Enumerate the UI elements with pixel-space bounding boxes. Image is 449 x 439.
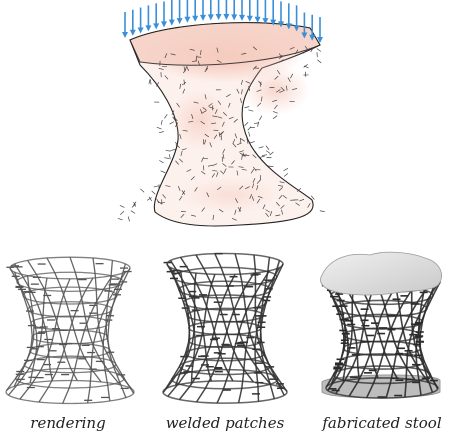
- load-arrow-head: [208, 14, 214, 20]
- stitch-mark: [154, 186, 159, 187]
- load-arrow-head: [138, 28, 144, 34]
- load-arrow-head: [184, 17, 190, 23]
- stitch-mark: [164, 158, 169, 159]
- stitch-mark: [248, 110, 253, 111]
- stitch-mark: [161, 171, 166, 173]
- stitch-mark: [152, 191, 156, 194]
- stitch-mark: [159, 131, 164, 132]
- stitch-mark: [140, 189, 144, 192]
- stitch-mark: [166, 150, 171, 151]
- stitch-mark: [118, 218, 123, 220]
- stitch-mark: [250, 142, 255, 143]
- stitch-mark: [244, 107, 249, 108]
- load-arrow-head: [153, 23, 159, 29]
- stitch-mark: [120, 205, 125, 207]
- load-arrow-head: [177, 18, 183, 24]
- load-arrow-head: [169, 20, 175, 26]
- stitch-mark: [270, 152, 274, 155]
- welded-patches-model: [163, 254, 287, 404]
- stitch-mark: [266, 151, 270, 154]
- load-arrow-head: [192, 16, 198, 22]
- load-arrow-head: [223, 14, 229, 20]
- stitch-mark: [157, 127, 162, 129]
- stitch-mark: [149, 79, 150, 84]
- stitch-mark: [249, 132, 250, 137]
- stitch-mark: [159, 160, 163, 163]
- stitch-mark: [260, 156, 265, 157]
- stitch-mark: [259, 116, 261, 120]
- caption-welded-patches: welded patches: [155, 414, 295, 432]
- stool-seat: [320, 252, 441, 295]
- stitch-mark: [284, 173, 288, 176]
- fabricated-stool-model: [320, 252, 441, 398]
- stitch-mark: [161, 120, 162, 125]
- stitch-mark: [128, 217, 129, 222]
- mesh-strut: [47, 258, 101, 382]
- stitch-mark: [131, 211, 135, 214]
- stitch-mark: [284, 168, 288, 170]
- stitch-mark: [245, 122, 249, 126]
- caption-rendering: rendering: [18, 414, 118, 432]
- load-arrow-head: [130, 30, 136, 36]
- load-arrow-head: [231, 14, 237, 20]
- mesh-ring: [17, 272, 123, 291]
- stitch-mark: [120, 211, 124, 214]
- stitch-mark: [170, 154, 171, 159]
- stitch-mark: [317, 60, 321, 63]
- rendering-model: [6, 257, 134, 403]
- load-arrow-head: [161, 21, 167, 27]
- load-arrow-head: [247, 16, 253, 22]
- load-arrow-head: [122, 32, 128, 38]
- stitch-mark: [171, 149, 176, 150]
- load-arrow-head: [239, 15, 245, 21]
- stitch-mark: [317, 48, 321, 51]
- stitch-mark: [273, 116, 277, 119]
- caption-fabricated-stool: fabricated stool: [318, 414, 446, 432]
- load-arrow-head: [216, 14, 222, 20]
- stitch-mark: [311, 196, 314, 200]
- stitch-mark: [262, 155, 267, 156]
- load-arrow-head: [200, 15, 206, 21]
- stitch-mark: [268, 166, 273, 167]
- shell-simulation: [118, 0, 325, 226]
- load-arrow-head: [255, 17, 261, 23]
- stitch-mark: [164, 114, 167, 118]
- load-arrow-head: [145, 25, 151, 31]
- stitch-mark: [266, 146, 269, 150]
- stitch-mark: [320, 211, 325, 212]
- stitch-mark: [248, 127, 251, 131]
- stitch-mark: [258, 122, 259, 127]
- stitch-mark: [259, 147, 264, 148]
